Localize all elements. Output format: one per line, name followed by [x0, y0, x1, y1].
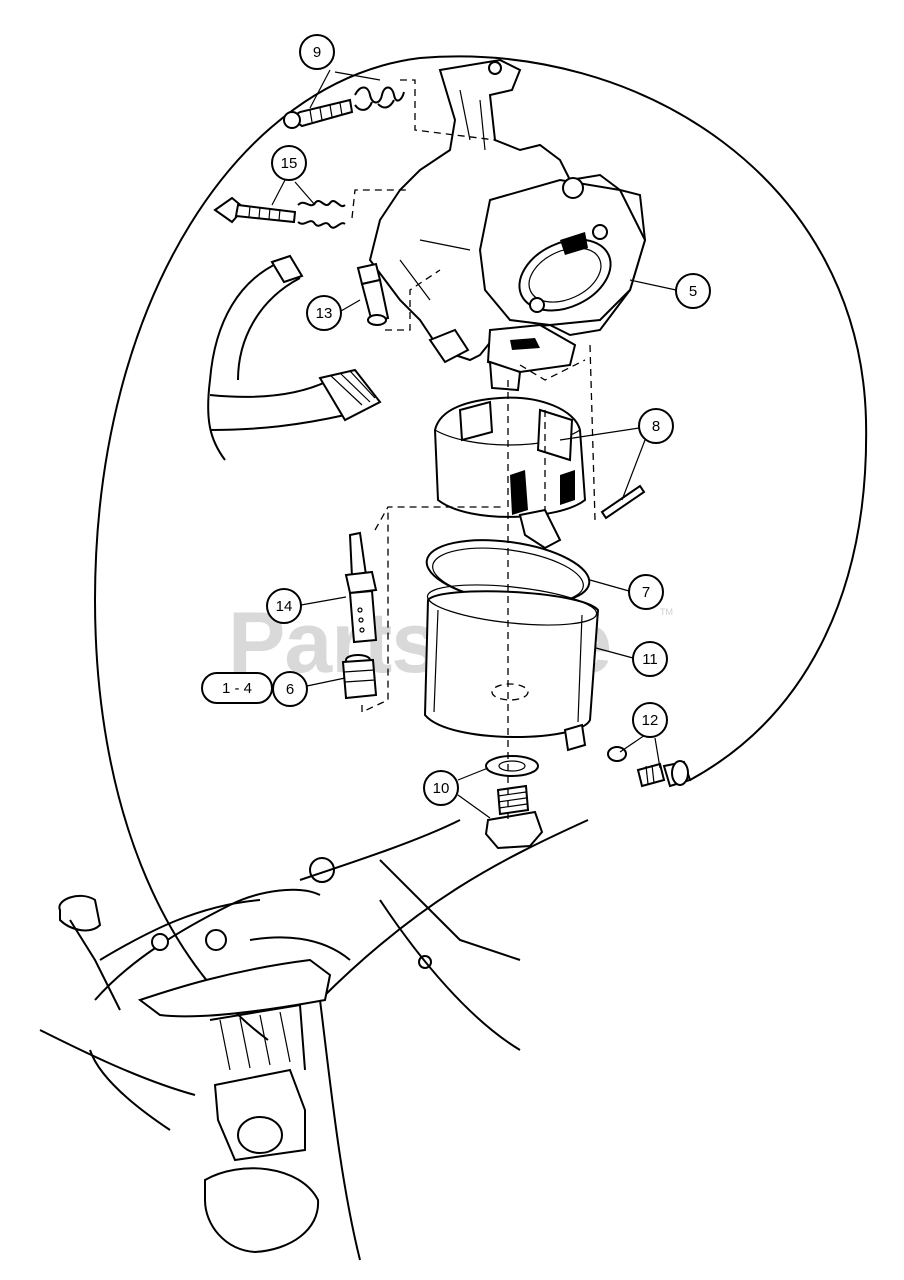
engine-detail — [39, 819, 521, 1261]
bowl-drain-screw — [607, 746, 692, 788]
callout-7-label: 7 — [642, 584, 650, 601]
callout-15-label: 15 — [281, 155, 298, 172]
carburetor-body — [368, 58, 647, 392]
emulsion-tube — [344, 531, 378, 644]
callout-13: 13 — [306, 295, 361, 331]
watermark-trademark: TM — [660, 607, 673, 617]
callout-7: 7 — [589, 574, 664, 610]
callout-10-label: 10 — [433, 780, 450, 797]
idle-speed-screw — [283, 86, 405, 129]
callout-14-label: 14 — [276, 598, 293, 615]
callout-11-label: 11 — [642, 651, 658, 668]
main-nozzle — [341, 654, 378, 700]
mixture-screw — [213, 196, 346, 229]
callout-12-label: 12 — [642, 712, 659, 729]
callout-8: 8 — [559, 408, 674, 501]
drain-bolt — [484, 755, 544, 850]
callout-12: 12 — [619, 702, 668, 769]
callout-1-4-label: 1 - 4 — [222, 680, 252, 697]
assembly-lines — [351, 79, 596, 820]
callout-9: 9 — [299, 34, 381, 109]
fuel-hose — [207, 254, 382, 461]
float-assembly — [433, 396, 646, 550]
callout-5: 5 — [629, 273, 711, 309]
float-bowl — [423, 584, 600, 752]
callout-13-label: 13 — [316, 305, 333, 322]
main-jet — [356, 262, 390, 326]
callout-10: 10 — [423, 767, 491, 819]
callout-6: 6 — [272, 671, 346, 707]
callout-11: 11 — [595, 641, 668, 677]
callout-8-label: 8 — [652, 418, 660, 435]
detail-circle — [93, 55, 868, 1041]
callout-9-label: 9 — [313, 44, 321, 61]
callout-15: 15 — [271, 145, 316, 206]
callout-5-label: 5 — [689, 283, 697, 300]
callout-1-4: 1 - 4 — [201, 672, 273, 704]
callout-6-label: 6 — [286, 681, 294, 698]
callout-14: 14 — [266, 588, 347, 624]
